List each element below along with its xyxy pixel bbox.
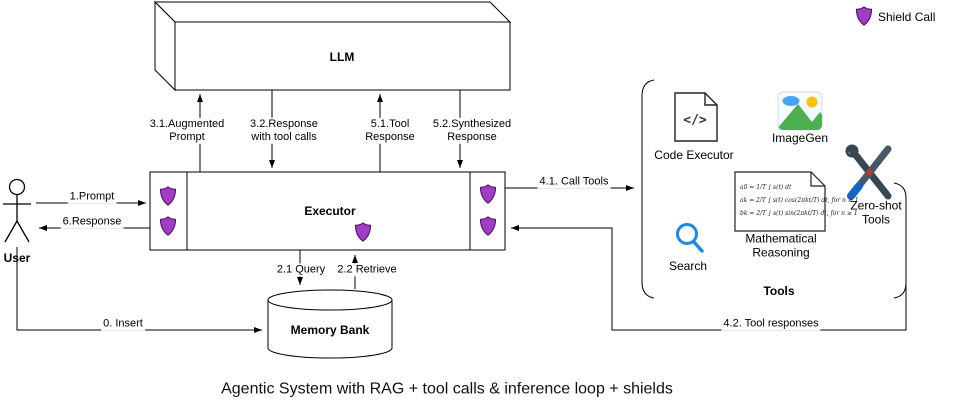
- imagegen-icon: [777, 91, 823, 131]
- edge-label-tool-responses: 4.2. Tool responses: [721, 317, 821, 331]
- code-executor-icon: [674, 92, 718, 142]
- edge-insert: [16, 247, 262, 333]
- math-reasoning-label: Mathematical Reasoning: [745, 231, 817, 260]
- zero-shot-tools-icon: [845, 144, 892, 200]
- math-formula-line: bk = 2/T ∫ s(t) sin(2πkt/T) dt, for n ≥ …: [740, 210, 858, 217]
- edge-label-query: 2.1 Query: [274, 263, 328, 277]
- zero-shot-tools-label: Zero-shot Tools: [850, 198, 902, 227]
- edge-label-response-with-tool-calls: 3.2.Response with tool calls: [244, 117, 324, 145]
- code-executor-label: Code Executor: [654, 147, 734, 162]
- edge-label-augmented-prompt: 3.1.Augmented Prompt: [147, 117, 227, 145]
- edge-tool-responses: [511, 225, 907, 331]
- tools-group-label: Tools: [763, 283, 795, 298]
- edge-label-prompt: 1.Prompt: [67, 190, 117, 204]
- memory-bank-node: [267, 289, 393, 359]
- memory-bank-label: Memory Bank: [290, 322, 370, 337]
- legend-shield-icon: [856, 6, 872, 26]
- math-formula-line: ak = 2/T ∫ s(t) cos(2πkt/T) dt, for n ≥ …: [740, 197, 859, 204]
- imagegen-label: ImageGen: [771, 130, 829, 145]
- llm-label: LLM: [329, 49, 355, 64]
- code-glyph: </>: [683, 113, 707, 129]
- executor-node: [149, 171, 506, 251]
- edge-label-response: 6.Response: [60, 215, 124, 229]
- user-label: User: [3, 250, 31, 265]
- edge-label-synthesized-response: 5.2.Synthesized Response: [428, 117, 516, 145]
- edge-label-tool-response: 5.1.Tool Response: [362, 117, 418, 145]
- edge-label-retrieve: 2.2 Retrieve: [335, 263, 399, 277]
- edge-label-insert: 0. Insert: [101, 317, 145, 331]
- diagram-title: Agentic System with RAG + tool calls & i…: [221, 380, 673, 398]
- math-reasoning-icon: [734, 171, 826, 232]
- llm-node: [153, 0, 512, 92]
- search-icon: [676, 223, 704, 253]
- search-label: Search: [668, 258, 708, 273]
- user-actor: [3, 178, 31, 243]
- legend-shield-label: Shield Call: [878, 9, 936, 24]
- edge-label-call-tools: 4.1. Call Tools: [537, 175, 611, 189]
- executor-label: Executor: [304, 203, 356, 218]
- math-formula-line: a0 = 1/T ∫ s(t) dt: [740, 184, 792, 191]
- tools-left-bracket: [641, 79, 655, 299]
